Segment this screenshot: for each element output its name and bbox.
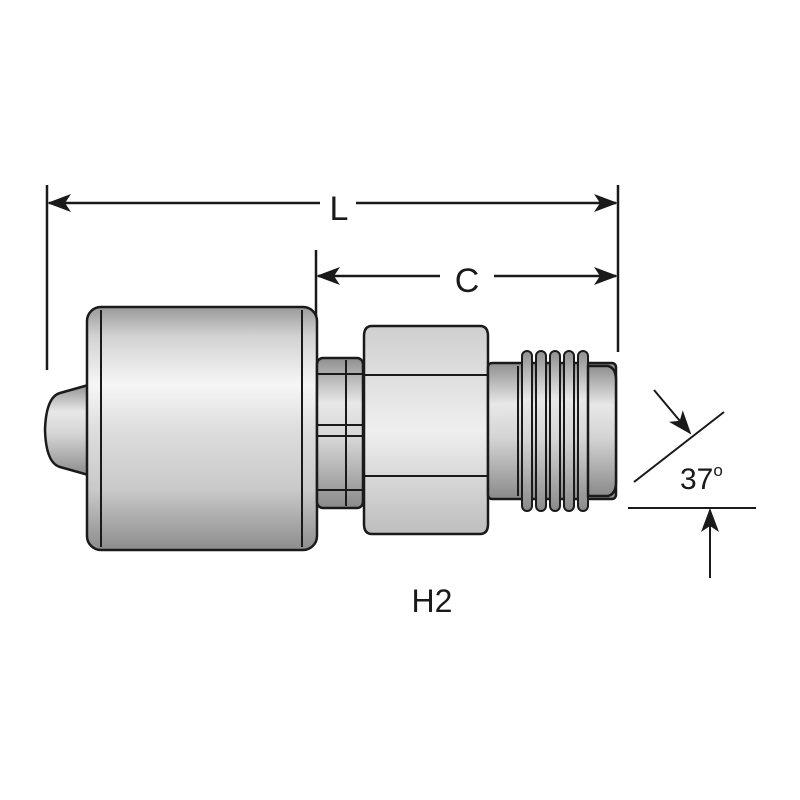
hose-fitting	[43, 305, 618, 552]
flare-nose	[586, 364, 618, 498]
hex-nut	[362, 324, 490, 536]
thread-crest-3	[549, 350, 561, 512]
dimension-L: L	[45, 185, 620, 370]
thread-crest-2	[535, 350, 547, 512]
ferrule	[85, 305, 319, 552]
hose-stem-tip	[43, 382, 94, 478]
threads	[521, 350, 589, 512]
dimension-label-L: L	[330, 190, 349, 228]
dimension-label-C: C	[455, 262, 480, 300]
nipple-neck	[315, 356, 365, 510]
thread-crest-5	[577, 350, 589, 512]
thread-crest-1	[521, 350, 533, 512]
dimension-C: C	[314, 250, 618, 330]
angle-line	[633, 411, 725, 483]
angle-arrow-top	[653, 389, 692, 435]
thread-crest-4	[563, 350, 575, 512]
degree-symbol: o	[713, 461, 722, 480]
part-code-label: H2	[412, 583, 453, 619]
angle-callout: 37o	[628, 389, 756, 578]
angle-label: 37o	[680, 461, 723, 496]
